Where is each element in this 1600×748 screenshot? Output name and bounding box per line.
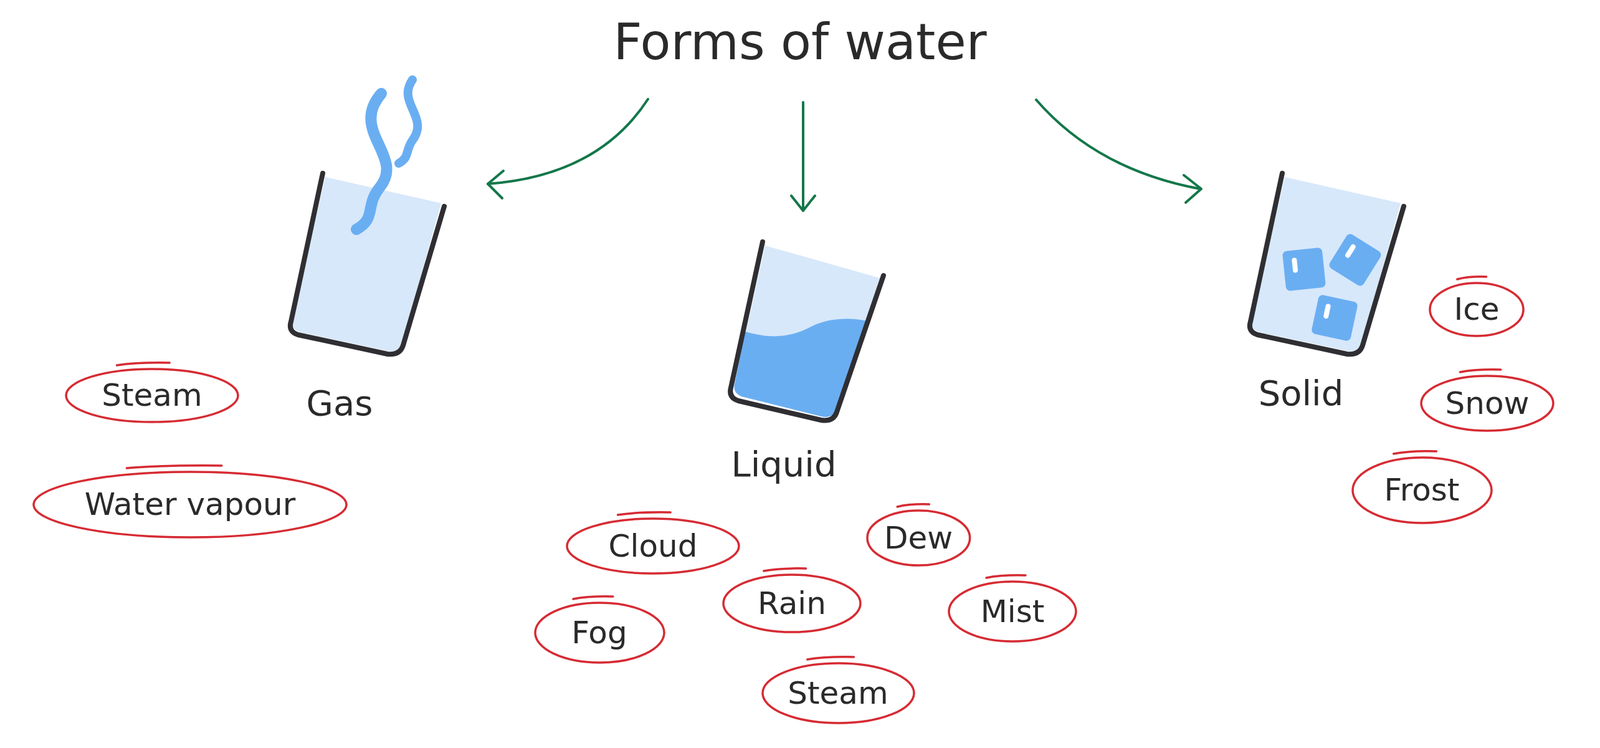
ice-cubes <box>1282 232 1383 342</box>
form-label: Snow <box>1445 386 1530 421</box>
state-label: Liquid <box>731 444 837 484</box>
form-label: Steam <box>787 676 888 711</box>
form-oval: Rain <box>721 569 863 634</box>
state-beaker: Gas <box>274 168 455 430</box>
diagram-title: Forms of water <box>0 13 1600 72</box>
form-oval: Ice <box>1428 277 1526 338</box>
form-oval: Steam <box>760 657 916 724</box>
form-label: Cloud <box>608 528 698 564</box>
solid-beaker <box>1249 173 1404 354</box>
state-label: Gas <box>306 383 374 423</box>
state-label: Solid <box>1258 373 1344 413</box>
state-beaker: Solid <box>1239 168 1421 418</box>
form-label: Dew <box>884 520 953 556</box>
form-label: Water vapour <box>84 487 296 522</box>
form-oval: Snow <box>1419 370 1556 432</box>
form-label: Fog <box>571 615 627 650</box>
branch-arrows <box>487 99 1202 211</box>
form-label: Ice <box>1454 292 1500 327</box>
form-oval: Steam <box>64 363 240 424</box>
form-label: Frost <box>1384 472 1460 508</box>
liquid-beaker <box>730 241 884 420</box>
state-beaker: Liquid <box>716 236 898 493</box>
form-oval: Fog <box>533 597 667 664</box>
form-oval: Frost <box>1350 452 1494 524</box>
form-oval: Mist <box>947 576 1078 643</box>
form-label: Mist <box>980 594 1045 629</box>
form-label: Rain <box>757 586 827 621</box>
gas-beaker <box>290 79 445 354</box>
form-oval: Cloud <box>565 513 741 575</box>
form-oval: Water vapour <box>31 466 349 539</box>
form-oval: Dew <box>865 505 972 567</box>
form-label: Steam <box>101 378 202 413</box>
